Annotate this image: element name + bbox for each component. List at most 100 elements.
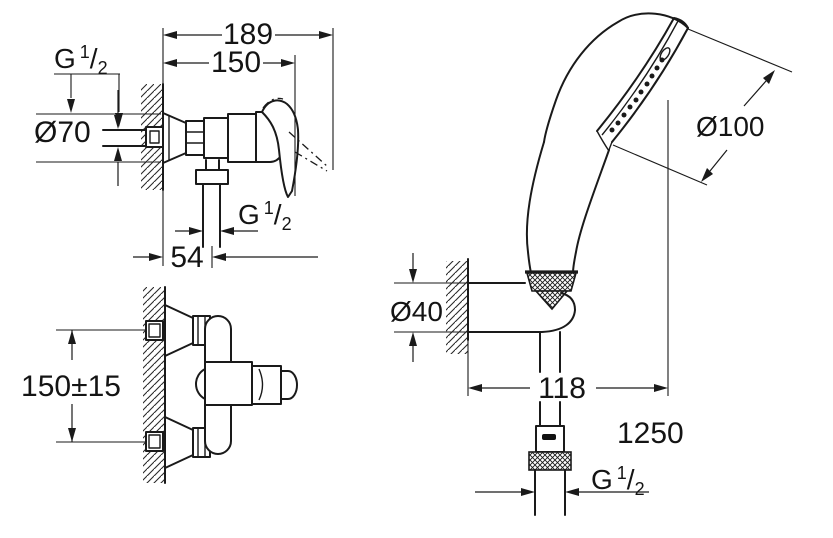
lever-base-curve [258,368,264,401]
extension-lines [394,282,468,333]
knurled-hose-nut [528,451,572,471]
arrowhead [468,384,482,392]
dimension-overall-depth: 189 [163,18,334,170]
nozzle-dot [609,127,615,133]
lever-base [251,365,282,405]
wall-union-inner [149,130,160,144]
dim-label-overall-depth: 189 [223,18,273,51]
dimension-body-depth: 150 [163,46,296,196]
arrowhead [212,253,226,261]
dim-label-escutcheon-diameter: Ø70 [34,116,91,149]
valve-body-front [203,117,229,159]
arrow-stems [709,80,767,172]
bracket-nose [467,292,576,333]
spray-face-outer-edge [611,27,689,143]
dim-label-holder-reach: 118 [538,372,586,405]
spray-nozzles [609,57,665,133]
arrowhead [220,227,234,235]
spray-face-mid-line [601,20,679,136]
connector-slot [542,434,556,440]
plan-view: 150±15 [21,286,298,484]
lever-end-cap [280,370,298,400]
extension-lines [612,28,793,186]
outlet-pipe [202,183,221,248]
extension-lines [36,113,161,163]
handle-left-edge [525,141,545,274]
shower-view: Ø100 Ø40 [390,12,793,516]
dim-label-hose-length: 1250 [617,417,684,450]
arrowhead [565,488,579,496]
extension-lines [56,329,146,443]
hose-upper-segment [539,331,561,373]
dim-label-outlet-offset: 54 [170,241,203,274]
dim-label-holder-diameter: Ø40 [390,296,443,327]
shower-handle [525,141,610,311]
cartridge-dome-arc [195,368,206,400]
nozzle-dot [659,57,665,63]
shower-head [543,12,689,152]
arrowhead [68,428,76,442]
arrowhead [521,488,535,496]
escutcheon-cone [162,112,187,164]
hose-lower-segment [539,401,561,427]
dim-label-spray-face-diameter: Ø100 [696,111,765,142]
knurled-connector-band [525,272,578,292]
nozzle-dot [638,89,644,95]
dimension-holder-diameter: Ø40 [390,253,468,362]
arrowhead [114,147,122,161]
dimension-escutcheon-diameter: Ø70 [34,90,161,186]
arrowhead [189,227,203,235]
wall-hatching [143,287,165,483]
nozzle-dot [633,97,639,103]
arrowhead [114,115,122,129]
arrowhead [281,59,295,67]
arrowhead [409,332,417,346]
cartridge-block [204,361,253,406]
arrowhead [67,99,75,113]
lever-swing-range-dashed [288,131,329,172]
wall-union-inner [148,434,161,449]
leader-lines [54,73,120,112]
handle-right-edge [572,149,610,274]
supply-pipe [102,129,147,147]
nozzle-dot [615,120,621,126]
wall-union-inner [148,323,161,338]
arrowhead [654,384,668,392]
dim-label-connection-distance: 150±15 [21,370,121,403]
dim-label-body-depth: 150 [211,46,261,79]
arrowhead [163,59,177,67]
shower-hose [528,331,572,516]
dimension-outlet-offset: 54 [133,241,318,274]
dimension-spray-face-diameter: Ø100 [612,28,793,186]
mixer-lever [261,99,300,198]
nozzle-dot [654,65,660,71]
valve-body-main [227,113,257,163]
nozzle-dot [627,104,633,110]
arrowhead [319,31,333,39]
handle-cone-tip [534,290,569,311]
head-back-cover [543,12,689,143]
nozzle-dot [644,81,650,87]
arrowhead [149,253,163,261]
wall-union-outer [145,126,164,148]
dimension-connection-distance: 150±15 [21,329,146,443]
nozzle-dot [621,112,627,118]
wall-hatching [446,261,468,354]
spray-face-inner-edge [596,17,689,132]
arrowhead [763,70,775,84]
arrowhead [701,168,713,182]
wall-bracket-holder [467,282,576,333]
arrowhead [68,330,76,344]
dimension-holder-reach: 118 [467,340,668,405]
hex-nut [185,120,205,156]
hose-end-pipe [534,469,566,516]
hex-nut-flats [186,131,204,144]
nozzle-dot [649,73,655,79]
